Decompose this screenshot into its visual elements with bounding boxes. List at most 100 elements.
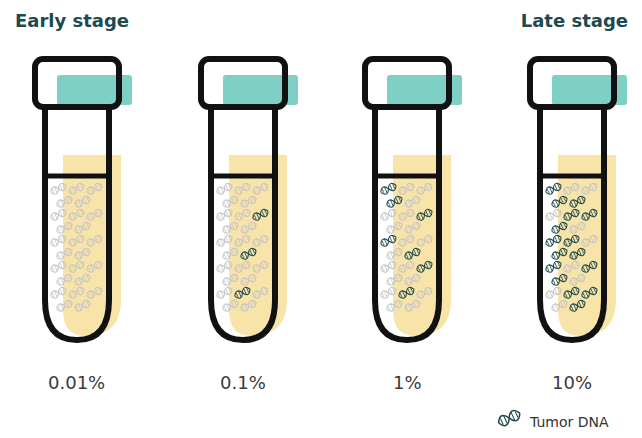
tube-cap: [35, 59, 119, 107]
dna-strand: [550, 299, 568, 313]
dna-strand: [415, 260, 433, 274]
dna-strand: [55, 221, 73, 235]
dna-strand: [251, 260, 269, 274]
tube-cap: [201, 59, 285, 107]
dna-strand: [55, 247, 73, 261]
test-tube: [365, 59, 462, 340]
test-tube: [35, 59, 132, 340]
dna-strand: [544, 182, 562, 196]
fraction-label: 0.1%: [220, 372, 266, 394]
dna-strand: [85, 208, 103, 222]
dna-strand: [49, 208, 67, 222]
dna-strand: [239, 247, 257, 261]
dna-strand: [215, 286, 233, 300]
tube-cap: [365, 59, 449, 107]
dna-strand: [568, 221, 586, 235]
dna-strand: [379, 234, 397, 248]
dna-strand: [221, 247, 239, 261]
dna-strand: [233, 182, 251, 196]
dna-strand: [233, 208, 251, 222]
stage-heading: Early stage: [15, 10, 129, 32]
tube-body: [45, 106, 109, 340]
dna-strand: [49, 234, 67, 248]
dna-strand: [379, 260, 397, 274]
test-tube: [201, 59, 298, 340]
dna-strand: [251, 182, 269, 196]
dna-strand: [67, 182, 85, 196]
dna-strand: [85, 182, 103, 196]
dna-strand: [544, 234, 562, 248]
dna-strand: [221, 195, 239, 209]
dna-strand: [85, 260, 103, 274]
dna-strand: [215, 260, 233, 274]
dna-strand: [55, 299, 73, 313]
dna-strand: [562, 234, 580, 248]
tube-cap: [530, 59, 614, 107]
dna-strand: [397, 286, 415, 300]
tube-collar: [45, 174, 109, 179]
tube-collar: [540, 174, 604, 179]
tube-body: [211, 106, 275, 340]
dna-strand: [55, 195, 73, 209]
dna-strand: [397, 260, 415, 274]
dna-strand: [215, 208, 233, 222]
dna-strand: [562, 208, 580, 222]
dna-strand: [415, 208, 433, 222]
dna-strand: [580, 286, 598, 300]
dna-strand: [73, 299, 91, 313]
dna-strand: [379, 208, 397, 222]
dna-strand: [233, 234, 251, 248]
liquid: [229, 155, 287, 336]
dna-strand: [580, 234, 598, 248]
dna-strand: [49, 260, 67, 274]
dna-strand: [215, 234, 233, 248]
tube-collar: [375, 174, 439, 179]
dna-strand: [251, 208, 269, 222]
dna-strand: [568, 273, 586, 287]
dna-strand: [85, 234, 103, 248]
dna-strand: [73, 247, 91, 261]
dna-strand: [251, 234, 269, 248]
dna-strand: [239, 221, 257, 235]
dna-strand: [385, 273, 403, 287]
dna-strand: [415, 182, 433, 196]
dna-strand: [85, 286, 103, 300]
dna-strand: [550, 221, 568, 235]
dna-strand: [49, 182, 67, 196]
dna-strand: [415, 234, 433, 248]
dna-strand: [385, 195, 403, 209]
dna-strand: [385, 299, 403, 313]
dna-strand: [562, 182, 580, 196]
dna-strand: [251, 286, 269, 300]
dna-strand: [397, 234, 415, 248]
liquid: [63, 155, 121, 336]
dna-strand: [580, 182, 598, 196]
dna-strand: [239, 195, 257, 209]
dna-strand: [403, 195, 421, 209]
liquid: [393, 155, 451, 336]
legend-dna-icon: [496, 408, 522, 427]
dna-strand: [379, 182, 397, 196]
fraction-label: 10%: [552, 372, 592, 394]
dna-strand: [562, 286, 580, 300]
dna-strand: [49, 286, 67, 300]
dna-strand: [550, 247, 568, 261]
tube-body: [540, 106, 604, 340]
dna-strand: [403, 221, 421, 235]
dna-strand: [233, 286, 251, 300]
dna-strand: [239, 273, 257, 287]
dna-strand: [568, 195, 586, 209]
dna-strand: [580, 208, 598, 222]
dna-strand: [221, 299, 239, 313]
dna-strand: [215, 182, 233, 196]
dna-strand: [550, 273, 568, 287]
dna-strand: [403, 299, 421, 313]
dna-strand: [568, 247, 586, 261]
dna-strand: [403, 247, 421, 261]
tube-collar: [211, 174, 275, 179]
dna-strand: [415, 286, 433, 300]
dna-strand: [73, 221, 91, 235]
dna-strand: [233, 260, 251, 274]
dna-strand: [385, 221, 403, 235]
fraction-label: 1%: [393, 372, 422, 394]
